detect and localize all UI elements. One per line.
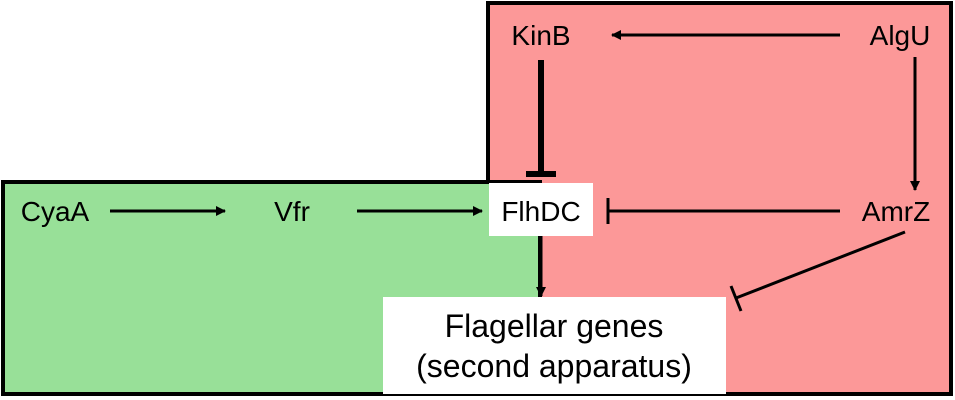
node-genes-line2: (second apparatus) bbox=[416, 348, 692, 384]
node-genes-line1: Flagellar genes bbox=[445, 308, 664, 344]
node-cyaa: CyaA bbox=[21, 196, 90, 227]
node-vfr: Vfr bbox=[274, 196, 310, 227]
node-flhdc: FlhDC bbox=[501, 196, 580, 227]
flhdc-box bbox=[489, 183, 593, 236]
edge-amrz-genes-bar bbox=[729, 285, 743, 312]
edge-amrz-genes bbox=[735, 230, 906, 300]
genes-box bbox=[383, 297, 726, 394]
node-algu: AlgU bbox=[870, 20, 931, 51]
node-kinb: KinB bbox=[511, 20, 570, 51]
node-amrz: AmrZ bbox=[862, 196, 930, 227]
